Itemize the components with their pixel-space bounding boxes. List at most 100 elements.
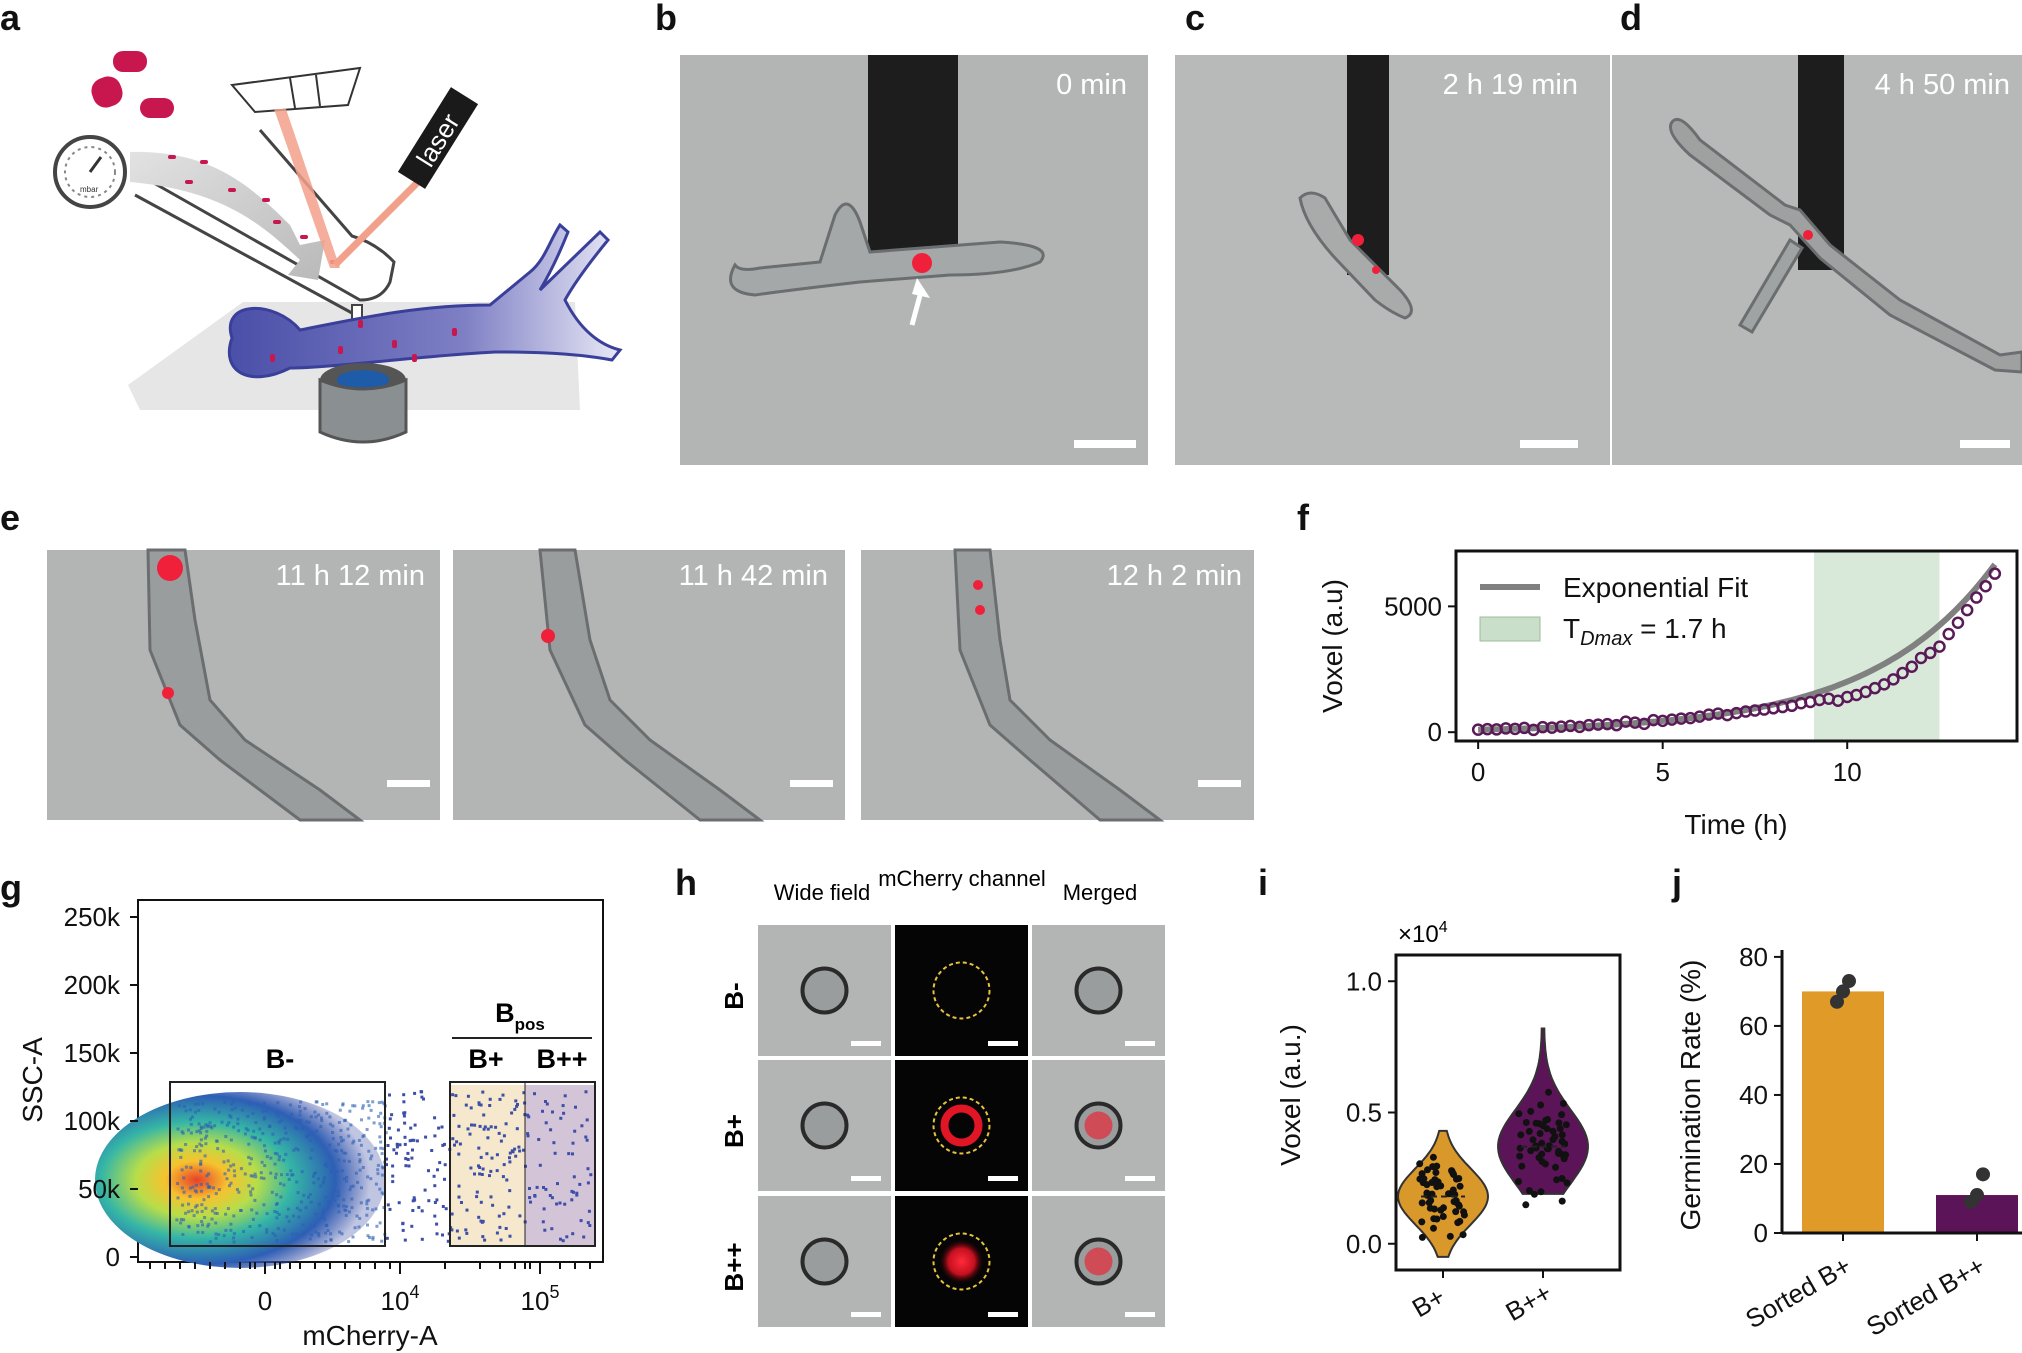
event-dot (510, 1111, 514, 1115)
event-dot (458, 1142, 462, 1146)
event-dot (324, 1240, 328, 1244)
event-dot (377, 1101, 381, 1105)
event-dot (403, 1121, 407, 1125)
gate-bneg (169, 1081, 386, 1247)
event-dot (481, 1090, 485, 1094)
event-dot (250, 1236, 254, 1239)
event-dot (279, 1195, 283, 1199)
violins: B+B++ (1396, 1027, 1589, 1327)
event-dot (349, 1185, 353, 1189)
event-dot (195, 1145, 199, 1149)
event-dot (559, 1237, 562, 1241)
event-dot (181, 1131, 185, 1135)
event-dot (203, 1216, 207, 1219)
event-dot (243, 1172, 247, 1176)
mirror-divider (315, 74, 321, 107)
event-dot (336, 1170, 339, 1173)
event-dot (226, 1159, 230, 1163)
event-dot (348, 1109, 352, 1113)
event-dot (588, 1224, 592, 1227)
event-dot (479, 1155, 483, 1159)
panel-i: i ×104 B+B++ 0.00.51.0 Voxel (a.u.) (1258, 862, 1622, 1327)
flow-arrow-icon (130, 151, 325, 280)
scale-bar (851, 1312, 881, 1317)
event-dot (176, 1127, 180, 1131)
violin-shape (1396, 1129, 1490, 1258)
event-dot (229, 1228, 233, 1232)
data-point (1563, 1179, 1571, 1187)
event-dot (528, 1187, 531, 1190)
data-point (1933, 640, 1946, 653)
event-dot (231, 1100, 235, 1104)
event-dot (212, 1186, 215, 1190)
event-dot (379, 1111, 383, 1115)
event-dot (265, 1212, 269, 1216)
event-dot (299, 1119, 303, 1123)
event-dot (196, 1224, 200, 1228)
event-dot (317, 1177, 320, 1181)
event-dot (298, 1109, 302, 1113)
event-dot (286, 1207, 290, 1211)
event-dot (489, 1125, 493, 1129)
event-dot (549, 1128, 553, 1132)
data-point (1538, 1158, 1546, 1165)
event-dot (344, 1213, 348, 1217)
event-dot (457, 1195, 461, 1199)
i-ylabel: Voxel (a.u.) (1275, 1024, 1306, 1166)
event-dot (242, 1230, 246, 1233)
event-dot (558, 1201, 562, 1205)
event-dot (277, 1158, 281, 1162)
scale-bar (1125, 1176, 1155, 1181)
event-dot (175, 1218, 179, 1222)
event-dot (365, 1207, 369, 1210)
event-dot (247, 1155, 251, 1159)
event-dot (303, 1231, 307, 1235)
event-dot (390, 1113, 394, 1117)
panel-label-h: h (675, 862, 697, 903)
panel-label-c: c (1185, 0, 1205, 38)
event-dot (542, 1207, 546, 1211)
event-dot (329, 1238, 333, 1242)
event-dot (240, 1108, 244, 1112)
data-point (1558, 1111, 1566, 1119)
event-dot (468, 1132, 472, 1136)
row-label-bplusplus: B++ (719, 1242, 749, 1291)
event-dot (204, 1206, 208, 1210)
event-dot (317, 1232, 321, 1235)
event-dot (308, 1193, 312, 1196)
gate-label-bpos: Bpos (495, 998, 545, 1034)
mirror-divider (289, 77, 296, 109)
event-dot (427, 1199, 431, 1203)
event-dot (263, 1149, 267, 1153)
event-dot (229, 1181, 233, 1185)
event-dot (466, 1127, 470, 1131)
event-dot (408, 1139, 412, 1143)
event-dot (271, 1231, 275, 1235)
event-dot (443, 1177, 446, 1181)
event-dot (336, 1190, 340, 1194)
event-dot (188, 1194, 192, 1198)
event-dot (407, 1164, 411, 1168)
event-dot (195, 1203, 199, 1207)
event-dot (179, 1155, 183, 1159)
event-dot (563, 1202, 567, 1206)
event-dot (489, 1195, 493, 1199)
event-dot (371, 1208, 375, 1212)
event-dot (311, 1174, 315, 1178)
event-dot (347, 1240, 351, 1244)
event-dot (587, 1209, 591, 1213)
event-dot (406, 1151, 410, 1155)
event-dot (297, 1121, 300, 1124)
event-dot (351, 1235, 355, 1239)
event-dot (189, 1131, 193, 1135)
y-tick-label: 0 (1428, 717, 1442, 747)
event-dot (282, 1137, 286, 1141)
event-dot (339, 1136, 343, 1139)
event-dot (518, 1214, 522, 1218)
event-dot (323, 1217, 327, 1221)
event-dot (483, 1125, 487, 1129)
event-dot (344, 1205, 348, 1208)
event-dot (422, 1097, 425, 1101)
event-dot (478, 1124, 482, 1128)
event-dot (300, 1127, 304, 1131)
